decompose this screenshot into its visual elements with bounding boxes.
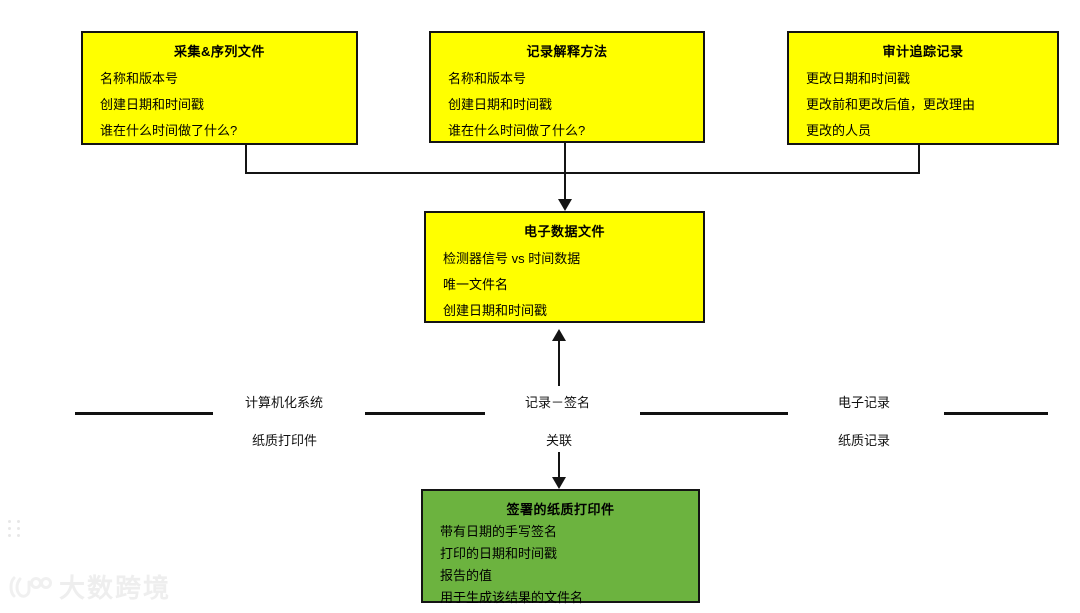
label-electronic-record: 电子记录	[838, 395, 891, 410]
connector-down-stem	[558, 452, 560, 479]
node-title: 记录解释方法	[526, 44, 608, 59]
arrow-down-to-signed-paper-printout	[552, 477, 566, 489]
connector-right-drop	[918, 145, 920, 174]
label-paper-record: 纸质记录	[838, 433, 891, 448]
node-title: 采集&序列文件	[174, 44, 265, 59]
node-audit-trail-record: 审计追踪记录 更改日期和时间戳 更改前和更改后值，更改理由 更改的人员	[787, 31, 1059, 145]
node-detail-line: 创建日期和时间戳	[448, 97, 553, 112]
node-detail-list: 名称和版本号 创建日期和时间戳 谁在什么时间做了什么?	[431, 66, 703, 144]
node-detail-line: 名称和版本号	[100, 71, 179, 86]
connector-merge-to-arrow	[564, 172, 566, 202]
node-record-interpretation-method: 记录解释方法 名称和版本号 创建日期和时间戳 谁在什么时间做了什么?	[429, 31, 705, 143]
watermark-logo-icon	[9, 576, 52, 598]
node-electronic-data-file: 电子数据文件 检测器信号 vs 时间数据 唯一文件名 创建日期和时间戳	[424, 211, 705, 323]
node-title: 审计追踪记录	[882, 44, 964, 59]
watermark: 大数跨境	[8, 568, 171, 605]
node-acquisition-sequence-file: 采集&序列文件 名称和版本号 创建日期和时间戳 谁在什么时间做了什么?	[81, 31, 358, 145]
node-detail-line: 报告的值	[440, 568, 493, 583]
label-paper-printout: 纸质打印件	[252, 433, 318, 448]
connector-up-stem	[558, 340, 560, 386]
connector-center-drop	[564, 143, 566, 174]
label-record-signature: 记录－签名	[525, 395, 591, 410]
node-detail-line: 更改日期和时间戳	[806, 71, 911, 86]
node-detail-line: 创建日期和时间戳	[100, 97, 205, 112]
node-detail-line: 更改的人员	[806, 123, 872, 138]
divider-rule-4	[944, 412, 1048, 415]
node-detail-line: 唯一文件名	[443, 277, 509, 292]
node-detail-line: 谁在什么时间做了什么?	[100, 123, 238, 138]
connector-left-drop	[245, 145, 247, 174]
label-association: 关联	[546, 433, 573, 448]
node-detail-list: 检测器信号 vs 时间数据 唯一文件名 创建日期和时间戳	[426, 246, 703, 324]
node-title: 签署的纸质打印件	[506, 502, 615, 517]
watermark-text: 大数跨境	[59, 573, 172, 603]
node-signed-paper-printout: 签署的纸质打印件 带有日期的手写签名 打印的日期和时间戳 报告的值 用于生成该结…	[421, 489, 700, 605]
node-detail-list: 更改日期和时间戳 更改前和更改后值，更改理由 更改的人员	[789, 66, 1057, 144]
connector-merge-bar	[245, 172, 920, 174]
node-detail-line: 检测器信号 vs 时间数据	[443, 251, 581, 266]
node-detail-line: 谁在什么时间做了什么?	[448, 123, 586, 138]
node-detail-line: 带有日期的手写签名	[440, 524, 558, 539]
node-detail-list: 名称和版本号 创建日期和时间戳 谁在什么时间做了什么?	[83, 66, 356, 144]
node-detail-list: 带有日期的手写签名 打印的日期和时间戳 报告的值 用于生成该结果的文件名	[423, 521, 698, 609]
node-detail-line: 更改前和更改后值，更改理由	[806, 97, 976, 112]
label-computerized-system: 计算机化系统	[245, 395, 324, 410]
divider-rule-1	[75, 412, 213, 415]
node-detail-line: 打印的日期和时间戳	[440, 546, 558, 561]
divider-rule-2	[365, 412, 485, 415]
node-detail-line: 用于生成该结果的文件名	[440, 590, 584, 605]
node-title: 电子数据文件	[523, 224, 605, 239]
arrow-up-to-electronic-data-file	[552, 329, 566, 341]
arrow-down-to-electronic-data-file	[558, 199, 572, 211]
node-detail-line: 名称和版本号	[448, 71, 527, 86]
drag-handle-dots-icon[interactable]	[8, 520, 22, 538]
divider-rule-3	[640, 412, 788, 415]
node-detail-line: 创建日期和时间戳	[443, 303, 548, 318]
